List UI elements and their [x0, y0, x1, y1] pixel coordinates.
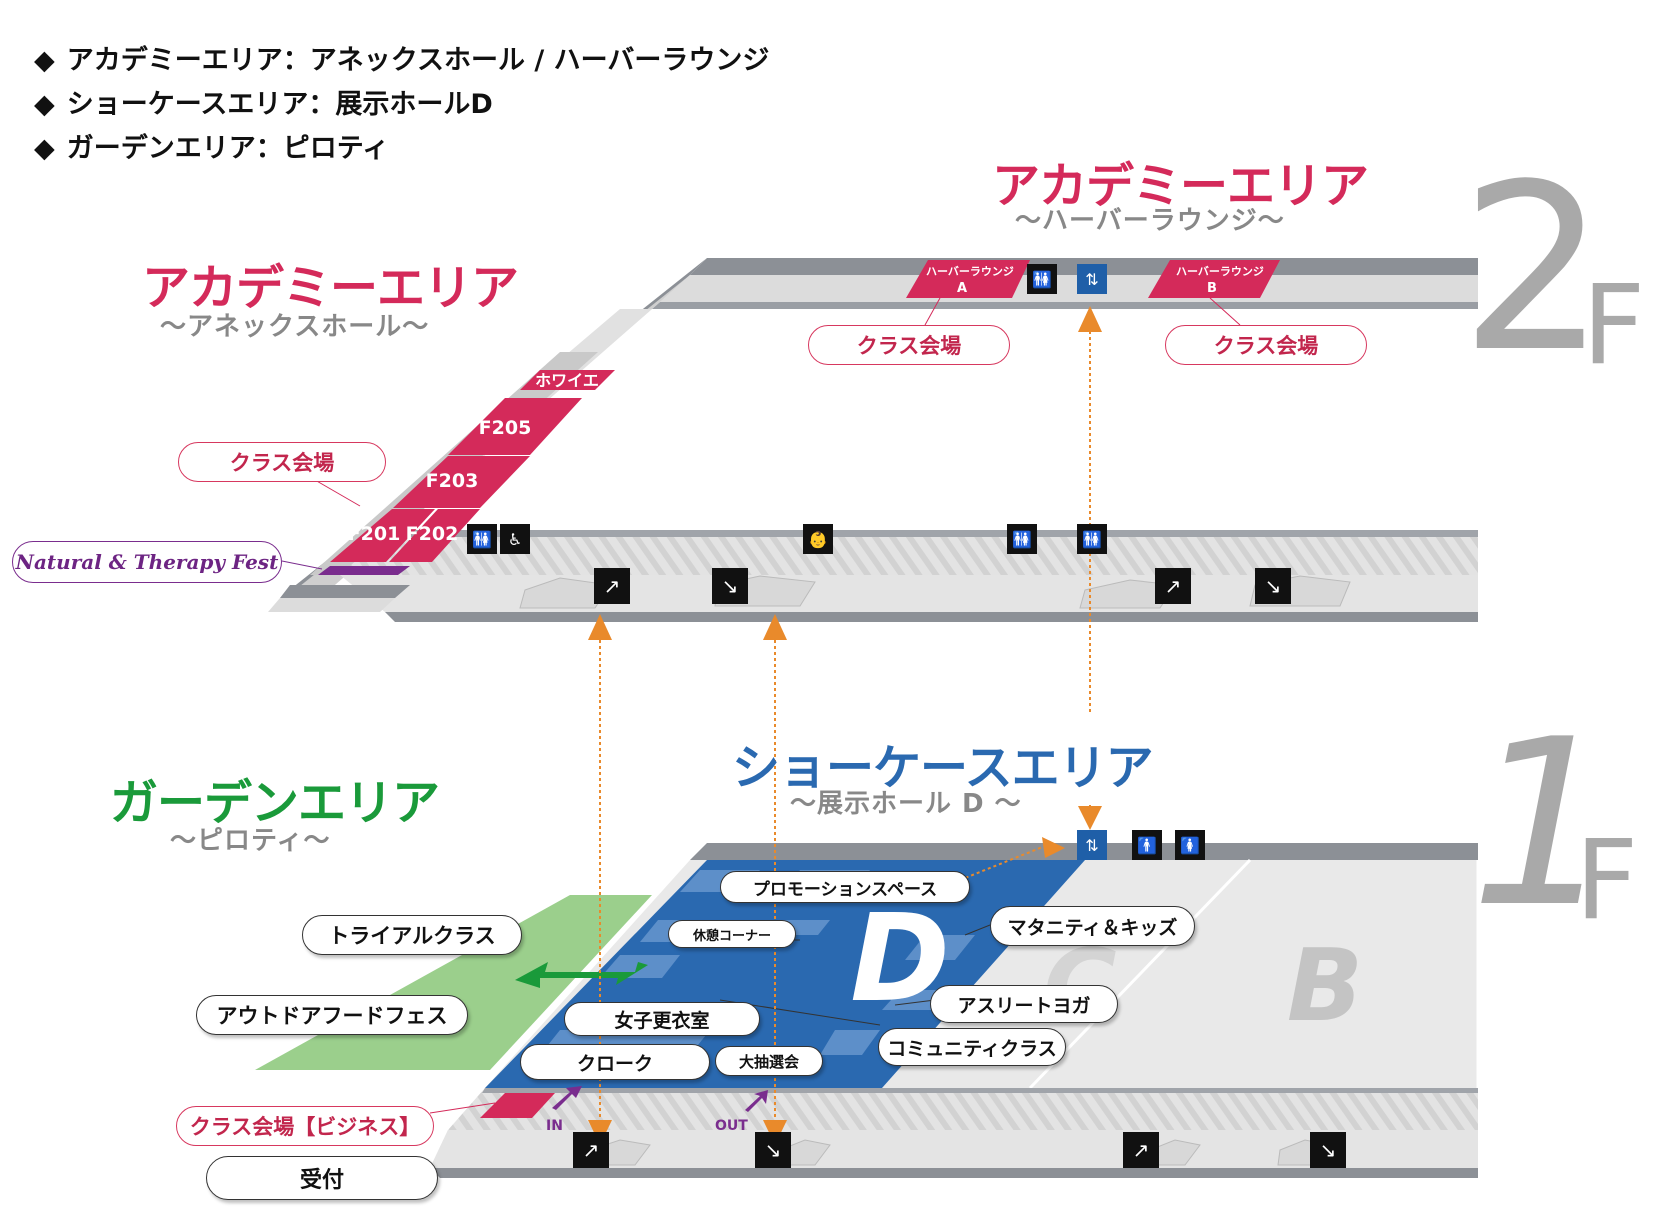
label-lottery: 大抽選会	[715, 1046, 823, 1076]
label-class-venue-business: クラス会場【ビジネス】	[176, 1106, 434, 1146]
floor-1f-letter: F	[1575, 816, 1639, 944]
legend-marker: ◆	[34, 133, 55, 164]
room-label-f201: F201	[348, 523, 401, 545]
legend-marker: ◆	[34, 89, 55, 120]
business-venue-area	[480, 1093, 555, 1118]
area-subtitle-showcase: 〜展示ホール D 〜	[790, 789, 1022, 819]
room-label-harbor-b-line2: B	[1207, 281, 1217, 296]
area-title-academy-annex: アカデミーエリア	[142, 260, 519, 316]
elevator-icon: ⇅	[1077, 830, 1107, 860]
legend-item-academy: ◆ アカデミーエリア：アネックスホール / ハーバーラウンジ	[34, 38, 769, 77]
label-natural-therapy-fest: Natural & Therapy Fest	[12, 541, 282, 583]
legend-text-showcase: ショーケースエリア：展示ホールD	[66, 89, 493, 120]
area-title-showcase: ショーケースエリア	[732, 740, 1154, 796]
restroom-icon: 🚹	[1132, 830, 1162, 860]
label-class-venue-harbor-b: クラス会場	[1165, 325, 1367, 365]
escalator-icon: ↗	[1123, 1132, 1159, 1168]
area-title-garden: ガーデンエリア	[110, 775, 440, 831]
label-reception: 受付	[206, 1156, 438, 1200]
room-harbor-b	[1148, 260, 1280, 298]
garden-link-arrow	[515, 962, 648, 988]
floor-1f-number: 1	[1470, 691, 1617, 958]
restroom-icon: 🚺	[1175, 830, 1205, 860]
room-label-harbor-a-line2: A	[957, 281, 967, 296]
label-class-venue-harbor-a: クラス会場	[808, 325, 1010, 365]
baby-changing-icon: 👶	[803, 524, 833, 554]
room-f205	[448, 398, 582, 455]
elevator-icon: ⇅	[1077, 264, 1107, 294]
room-label-foyer: ホワイエ	[535, 371, 599, 390]
escalator-icon: ↘	[1310, 1132, 1346, 1168]
escalator-graphics-1f	[587, 1139, 1331, 1166]
out-arrow	[745, 1090, 768, 1112]
label-womens-locker: 女子更衣室	[564, 1002, 760, 1036]
room-f201	[330, 509, 435, 562]
escalator-icon: ↗	[573, 1132, 609, 1168]
legend-item-showcase: ◆ ショーケースエリア：展示ホールD	[34, 82, 493, 121]
room-label-f203: F203	[426, 470, 479, 492]
restroom-icon: 🚻	[1077, 524, 1107, 554]
wheelchair-icon: ♿	[500, 524, 530, 554]
hall-b-letter: B	[1287, 927, 1363, 1044]
legend-text-academy: アカデミーエリア：アネックスホール / ハーバーラウンジ	[66, 45, 770, 76]
escalator-icon: ↘	[1255, 568, 1291, 604]
escalator-icon: ↘	[755, 1132, 791, 1168]
natural-fest-area	[318, 566, 410, 575]
restroom-icon: 🚻	[1007, 524, 1037, 554]
out-label: OUT	[715, 1118, 748, 1134]
restroom-icon: 🚻	[467, 524, 497, 554]
label-community-class: コミュニティクラス	[878, 1028, 1066, 1066]
in-label: IN	[546, 1118, 563, 1134]
room-label-harbor-b-line1: ハーバーラウンジ	[1176, 265, 1264, 278]
label-outdoor-food-fes: アウトドアフードフェス	[196, 995, 468, 1035]
room-label-f205: F205	[479, 417, 532, 439]
room-label-harbor-a-line1: ハーバーラウンジ	[926, 265, 1014, 278]
room-f203	[393, 456, 530, 508]
room-label-f202: F202	[406, 523, 459, 545]
room-f202	[389, 509, 480, 562]
label-athlete-yoga: アスリートヨガ	[930, 985, 1118, 1023]
room-harbor-a	[906, 260, 1030, 298]
escalator-icon: ↘	[712, 568, 748, 604]
floor-2f-letter: F	[1582, 261, 1646, 389]
in-arrow	[552, 1086, 582, 1110]
floor-2f-number: 2	[1460, 136, 1607, 403]
label-maternity-kids: マタニティ＆キッズ	[990, 906, 1195, 946]
label-trial-class: トライアルクラス	[302, 915, 522, 955]
area-subtitle-academy-harbor: 〜ハーバーラウンジ〜	[1015, 206, 1285, 236]
rooms-2f	[318, 260, 1280, 575]
label-cloak: クローク	[520, 1044, 710, 1080]
escalator-icon: ↗	[594, 568, 630, 604]
label-rest-corner: 休憩コーナー	[668, 920, 796, 948]
room-foyer	[520, 370, 615, 390]
legend-item-garden: ◆ ガーデンエリア：ピロティ	[34, 126, 389, 165]
legend-marker: ◆	[34, 45, 55, 76]
area-subtitle-academy-annex: 〜アネックスホール〜	[160, 312, 430, 342]
area-subtitle-garden: 〜ピロティ〜	[170, 826, 331, 856]
restroom-icon: 🚻	[1027, 264, 1057, 294]
legend-text-garden: ガーデンエリア：ピロティ	[66, 133, 390, 164]
label-class-venue-annex: クラス会場	[178, 442, 386, 482]
escalator-icon: ↗	[1155, 568, 1191, 604]
area-title-academy-harbor: アカデミーエリア	[992, 158, 1369, 214]
label-promotion-space: プロモーションスペース	[720, 871, 970, 903]
